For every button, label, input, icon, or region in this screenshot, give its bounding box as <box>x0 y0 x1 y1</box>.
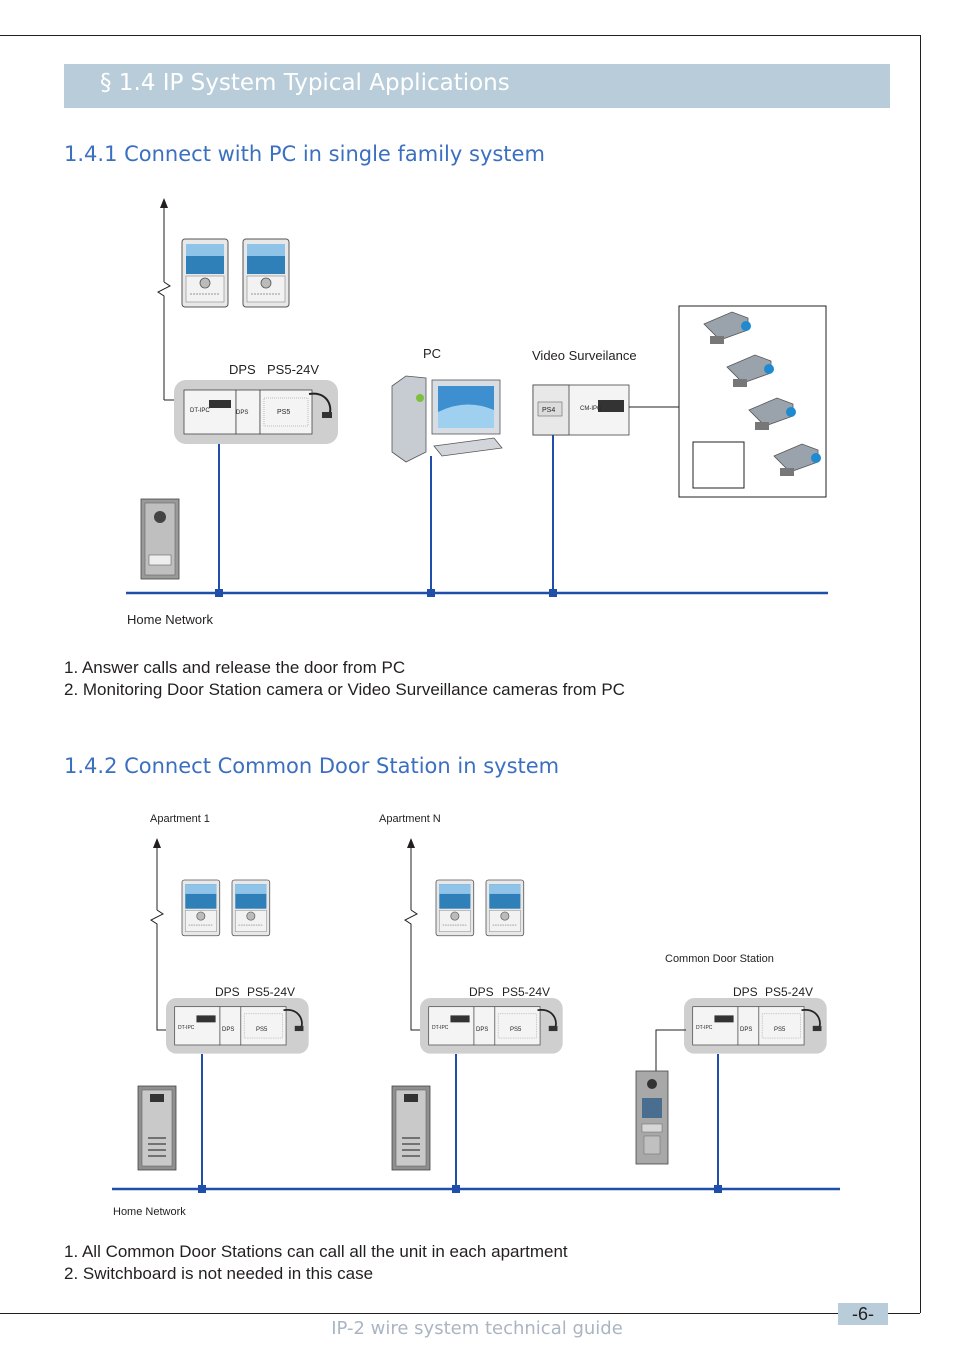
ps5-24v-label: PS5-24V <box>247 985 295 999</box>
home-network-label: Home Network <box>113 1206 186 1218</box>
note-1-1: 1. Answer calls and release the door fro… <box>64 658 406 677</box>
page-number: -6- <box>838 1303 888 1325</box>
arrow-up-icon <box>153 838 161 848</box>
common-door-station-label: Common Door Station <box>665 953 774 965</box>
ps4-cmipc-unit: PS4 CM-IPC <box>532 384 630 436</box>
ps5-24v-label: PS5-24V <box>502 985 550 999</box>
subsection-heading-2: 1.4.2 Connect Common Door Station in sys… <box>64 754 560 778</box>
network-node <box>714 1185 722 1193</box>
network-node <box>198 1185 206 1193</box>
note-1-2: 2. Monitoring Door Station camera or Vid… <box>64 680 625 699</box>
pc-label: PC <box>423 346 441 361</box>
section-title: § 1.4 IP System Typical Applications <box>100 70 510 96</box>
diagram-2: Apartment 1 Apartment N Common Door Stat… <box>112 813 840 1218</box>
dtipc-label: DT-IPC <box>432 1025 449 1031</box>
indoor-monitor <box>485 879 525 937</box>
dtipc-label: DT-IPC <box>178 1025 195 1031</box>
network-node <box>215 589 223 597</box>
subsection-heading-1: 1.4.1 Connect with PC in single family s… <box>64 142 545 166</box>
ps4-label: PS4 <box>542 407 555 414</box>
door-station <box>137 1085 177 1171</box>
network-node <box>427 589 435 597</box>
diagram-1: DT-IPC DPS PS5 DPS PS5-24V PC Video Surv… <box>126 198 828 627</box>
ps5-box-label: DPS <box>476 1027 488 1033</box>
video-surveillance-label: Video Surveilance <box>532 348 637 363</box>
indoor-monitor <box>435 879 475 937</box>
door-station <box>391 1085 431 1171</box>
dps-label: DPS <box>229 362 256 377</box>
indoor-monitor <box>242 238 290 308</box>
dtipc-label: DT-IPC <box>190 408 210 414</box>
dps-box-label: DPS <box>236 410 248 416</box>
apartment-1-label: Apartment 1 <box>150 813 210 825</box>
ps5-box-label: PS5 <box>774 1027 786 1033</box>
note-2-1: 1. All Common Door Stations can call all… <box>64 1242 568 1261</box>
frame-bottom-line <box>0 1313 920 1314</box>
dps-label: DPS <box>733 985 758 999</box>
note-2-2: 2. Switchboard is not needed in this cas… <box>64 1264 374 1283</box>
section-header-bar <box>64 64 890 108</box>
pc-icon <box>391 375 503 463</box>
cmipc-label: CM-IPC <box>580 406 602 412</box>
arrow-up-icon <box>160 198 168 208</box>
network-node <box>452 1185 460 1193</box>
arrow-up-icon <box>407 838 415 848</box>
apartment-n-label: Apartment N <box>379 813 441 825</box>
indoor-monitor <box>181 879 221 937</box>
ps5-box-label: PS5 <box>510 1027 522 1033</box>
wire-break <box>157 281 171 400</box>
indoor-monitor <box>231 879 271 937</box>
ps5-box-label: DPS <box>222 1027 234 1033</box>
dps-label: DPS <box>215 985 240 999</box>
frame-right-line <box>920 35 921 1313</box>
common-door-station <box>635 1070 669 1165</box>
indoor-monitor <box>181 238 229 308</box>
dps-label: DPS <box>469 985 494 999</box>
home-network-label: Home Network <box>127 612 213 627</box>
ps5-24v-label: PS5-24V <box>267 362 319 377</box>
frame-top-line <box>0 35 920 36</box>
network-node <box>549 589 557 597</box>
ps5-box-label: PS5 <box>277 409 290 416</box>
dtipc-label: DT-IPC <box>696 1025 713 1031</box>
door-station <box>140 498 180 580</box>
ps5-box-label: PS5 <box>256 1027 268 1033</box>
monitor-box <box>692 441 745 489</box>
ps5-24v-label: PS5-24V <box>765 985 813 999</box>
ps5-box-label: DPS <box>740 1027 752 1033</box>
footer-title: IP-2 wire system technical guide <box>331 1318 623 1339</box>
